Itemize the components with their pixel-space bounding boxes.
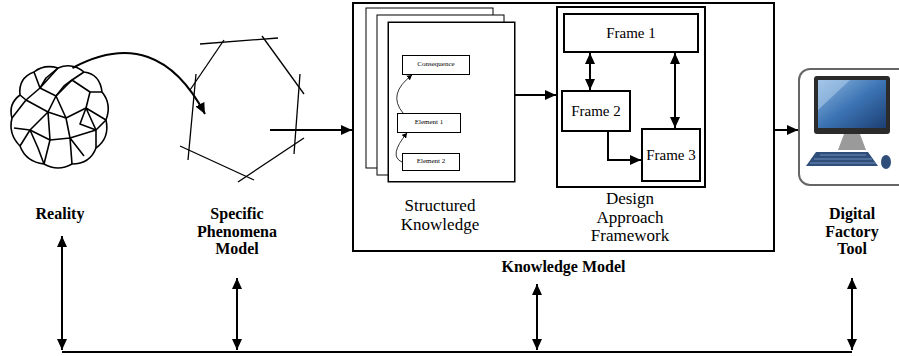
- box-text: Element 1: [415, 119, 444, 127]
- element-box: Element 2: [402, 153, 460, 171]
- connector-arrow: [397, 75, 412, 113]
- reality-node: Reality: [8, 68, 112, 170]
- text-holder: Frame 1: [565, 15, 697, 51]
- connector-arrow: [270, 129, 352, 131]
- knowledge-model-box: Knowledge ModelStructured KnowledgeConse…: [352, 2, 775, 252]
- frame-box: Frame 2: [561, 90, 631, 132]
- feedback-bus: [62, 236, 852, 352]
- text-holder: Element 1: [398, 114, 460, 132]
- node-label: Structured Knowledge: [390, 197, 490, 234]
- node-label: Design Approach Framework: [580, 190, 680, 246]
- computer-icon: [806, 76, 891, 169]
- connector-arrow: [589, 53, 591, 90]
- frame-box: Frame 3: [641, 128, 701, 182]
- connector-arrow: [775, 129, 798, 131]
- connector-arrow: [515, 94, 556, 96]
- reality-ball: [11, 66, 108, 168]
- text-holder: Frame 2: [563, 92, 629, 130]
- connector-arrow: [674, 53, 676, 128]
- box-text: Consequence: [417, 61, 454, 69]
- text-holder: Frame 3: [643, 130, 699, 180]
- page-stack: [366, 8, 515, 182]
- box-text: Frame 2: [571, 103, 621, 120]
- digital-tool-box: Digital Factory Tool: [798, 68, 899, 186]
- node-label: Digital Factory Tool: [812, 205, 892, 258]
- box-text: Element 2: [417, 158, 446, 166]
- node-label: Reality: [10, 205, 110, 223]
- structured-knowledge-page: Structured KnowledgeConsequenceElement 1…: [388, 22, 515, 182]
- element-box: Element 1: [397, 113, 461, 133]
- phenomena-model-node: Specific Phenomena Model: [205, 62, 270, 162]
- text-holder: Consequence: [403, 56, 469, 74]
- consequence-box: Consequence: [402, 55, 470, 75]
- frame-box: Frame 1: [563, 13, 699, 53]
- text-holder: Element 2: [403, 154, 459, 170]
- box-text: Frame 1: [606, 25, 656, 42]
- box-text: Frame 3: [646, 147, 696, 164]
- connector-arrow: [608, 132, 641, 160]
- node-label: Specific Phenomena Model: [182, 205, 292, 258]
- design-framework-box: Design Approach FrameworkFrame 1Frame 2F…: [556, 6, 706, 188]
- phenomena-hexagon: [180, 36, 304, 182]
- connector-arrow: [72, 53, 205, 114]
- node-label: Knowledge Model: [354, 258, 773, 276]
